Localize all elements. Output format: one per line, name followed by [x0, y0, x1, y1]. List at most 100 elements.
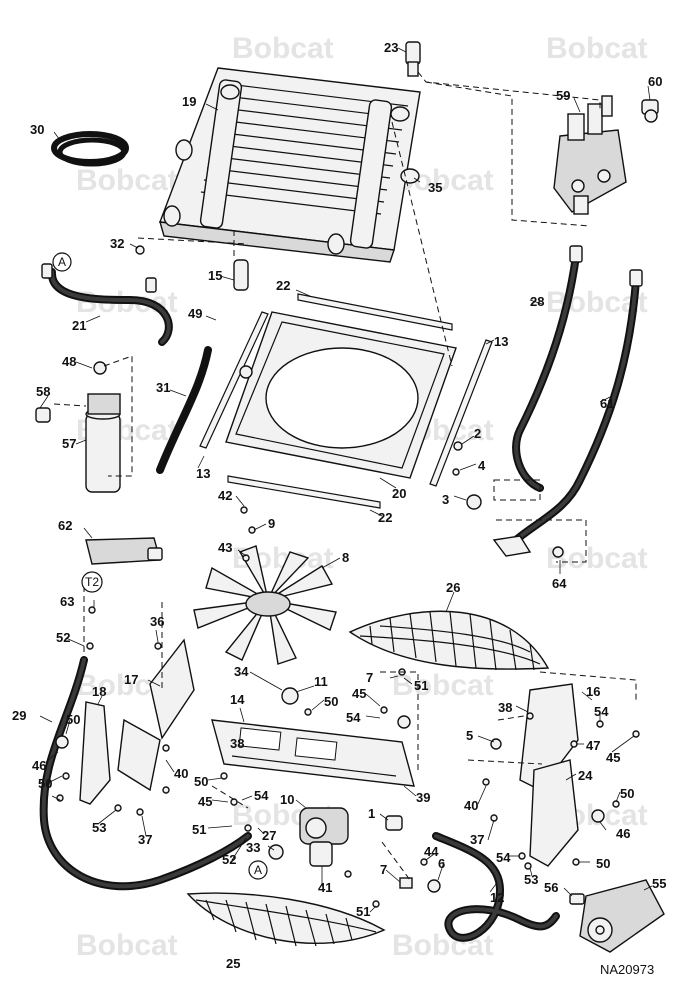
callout-29: 29 — [12, 708, 26, 723]
callout-45: 45 — [198, 794, 212, 809]
callout-51: 51 — [356, 904, 370, 919]
watermark: Bobcat — [232, 32, 334, 65]
grommet — [400, 168, 420, 184]
left-plate — [79, 701, 111, 805]
callout-55: 55 — [652, 876, 666, 891]
callout-14: 14 — [230, 692, 245, 707]
callout-61: 61 — [600, 396, 614, 411]
callout-54: 54 — [346, 710, 361, 725]
callout-35: 35 — [428, 180, 442, 195]
callout-52: 52 — [222, 852, 236, 867]
callout-40: 40 — [174, 766, 188, 781]
callout-54: 54 — [594, 704, 609, 719]
hose-fitting — [145, 277, 157, 293]
callout-3: 3 — [442, 492, 449, 507]
connection-ref-label: A — [254, 863, 262, 877]
callout-37: 37 — [138, 832, 152, 847]
callout-37: 37 — [470, 832, 484, 847]
hydraulic-pump — [569, 879, 665, 953]
mounting-plate — [211, 719, 415, 787]
callout-10: 10 — [280, 792, 294, 807]
drawing-number: NA20973 — [600, 962, 654, 977]
callout-22: 22 — [276, 278, 290, 293]
callout-64: 64 — [552, 576, 567, 591]
callout-53: 53 — [524, 872, 538, 887]
callout-50: 50 — [66, 712, 80, 727]
fan — [193, 545, 337, 705]
fan-shroud — [225, 311, 457, 479]
callout-8: 8 — [342, 550, 349, 565]
callout-33: 33 — [246, 840, 260, 855]
connection-ref-label: T2 — [85, 575, 99, 589]
callout-17: 17 — [124, 672, 138, 687]
callout-27: 27 — [262, 828, 276, 843]
callout-56: 56 — [544, 880, 558, 895]
hydraulic-motor — [268, 807, 349, 867]
callout-59: 59 — [556, 88, 570, 103]
callout-7: 7 — [380, 862, 387, 877]
callout-50: 50 — [596, 856, 610, 871]
callout-44: 44 — [424, 844, 439, 859]
callout-38: 38 — [498, 700, 512, 715]
watermark: Bobcat — [76, 164, 178, 197]
callout-47: 47 — [586, 738, 600, 753]
callout-21: 21 — [72, 318, 86, 333]
callout-24: 24 — [578, 768, 593, 783]
small-fittings — [55, 259, 605, 893]
callout-30: 30 — [30, 122, 44, 137]
callout-52: 52 — [56, 630, 70, 645]
callout-7: 7 — [366, 670, 373, 685]
callout-28: 28 — [530, 294, 544, 309]
connection-ref-label: A — [58, 255, 66, 269]
callout-11: 11 — [314, 674, 328, 689]
lower-guard — [186, 892, 386, 947]
hose-fitting — [41, 263, 53, 279]
callout-39: 39 — [416, 790, 430, 805]
radiator-cap — [405, 41, 421, 77]
connection-ref-circle — [52, 252, 72, 272]
connection-ref-circle — [248, 860, 268, 880]
callout-50: 50 — [194, 774, 208, 789]
fuel-filter — [35, 361, 121, 493]
hose-fitting — [569, 245, 583, 263]
callout-50: 50 — [38, 776, 52, 791]
callout-15: 15 — [208, 268, 222, 283]
callout-22: 22 — [378, 510, 392, 525]
callout-63: 63 — [60, 594, 74, 609]
hose-31 — [156, 346, 212, 474]
left-bracket — [117, 638, 195, 792]
callout-42: 42 — [218, 488, 232, 503]
callout-9: 9 — [268, 516, 275, 531]
right-bracket — [519, 683, 579, 867]
leader-lines — [39, 47, 653, 913]
callout-34: 34 — [234, 664, 249, 679]
callout-18: 18 — [92, 684, 106, 699]
watermark: Bobcat — [546, 542, 648, 575]
callout-32: 32 — [110, 236, 124, 251]
callout-46: 46 — [616, 826, 630, 841]
callout-49: 49 — [188, 306, 202, 321]
watermark: Bobcat — [76, 929, 178, 962]
callout-51: 51 — [414, 678, 428, 693]
elbow-fitting — [641, 99, 659, 123]
hose-12 — [432, 832, 560, 942]
manifold — [85, 537, 163, 565]
callout-50: 50 — [620, 786, 634, 801]
callout-54: 54 — [254, 788, 269, 803]
callout-57: 57 — [62, 436, 76, 451]
callout-labels: 23 30 19 35 59 60 32 15 22 21 49 28 13 4… — [12, 40, 666, 971]
callout-20: 20 — [392, 486, 406, 501]
callout-46: 46 — [32, 758, 46, 773]
fan-guard — [348, 610, 550, 671]
callout-54: 54 — [496, 850, 511, 865]
hose-fitting — [629, 269, 643, 287]
callout-1: 1 — [368, 806, 375, 821]
hose-61 — [512, 276, 640, 544]
callout-45: 45 — [352, 686, 366, 701]
callout-4: 4 — [478, 458, 486, 473]
callout-36: 36 — [150, 614, 164, 629]
callout-19: 19 — [182, 94, 196, 109]
callout-31: 31 — [156, 380, 170, 395]
callout-2: 2 — [474, 426, 481, 441]
